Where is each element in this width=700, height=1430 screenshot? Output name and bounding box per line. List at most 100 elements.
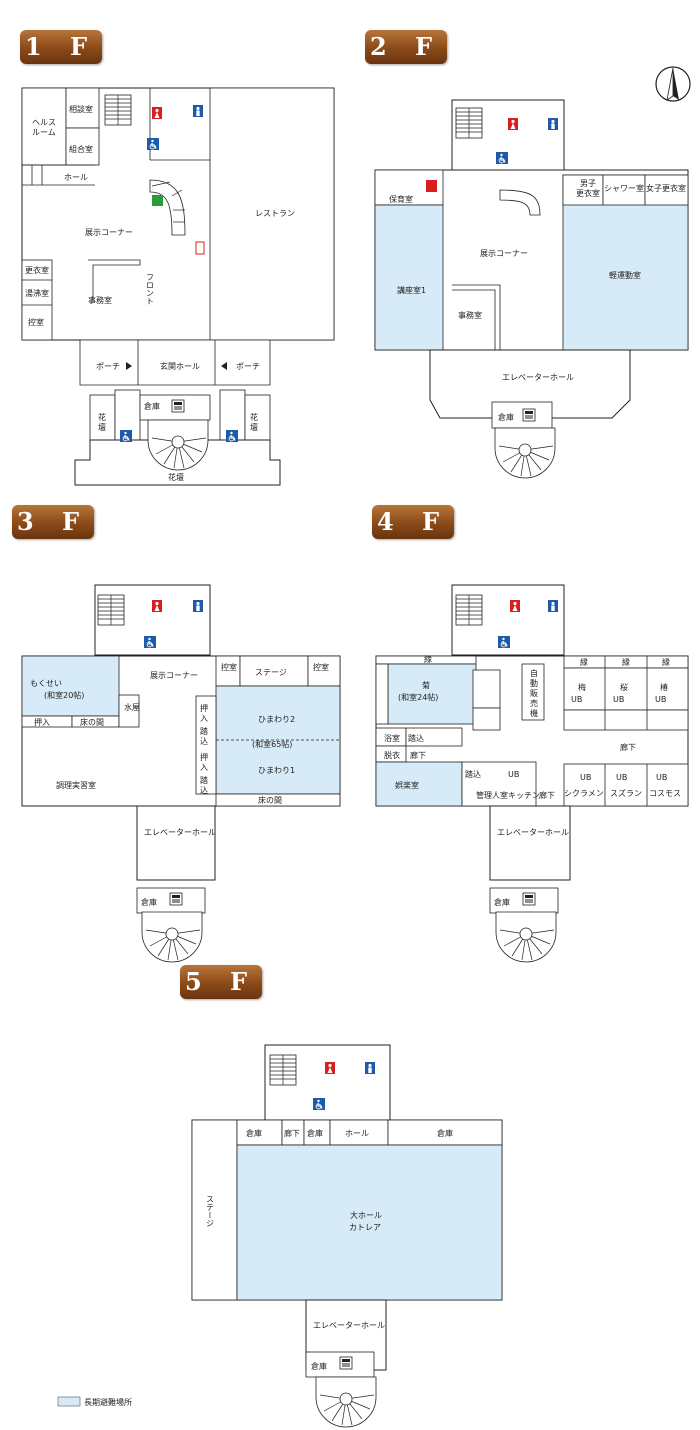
kiku-room-label: 菊 <box>422 680 430 690</box>
floor-1f-plan: ヘルスルーム 相談室 組合室 ホール 展示コーナー レストラン 更衣室 湯沸室 … <box>21 87 335 486</box>
kettle-room-label: 湯沸室 <box>25 288 49 298</box>
porch-left-label: ポーチ <box>96 362 120 371</box>
4f-ub-6-label: UB <box>656 773 667 782</box>
3f-elevator-hall-label: エレベーターホール <box>144 828 216 837</box>
4f-ub-2-label: UB <box>613 695 624 704</box>
cosmos-room-label: コスモス <box>649 789 681 798</box>
4f-corridor-mid-label: 廊下 <box>539 790 555 800</box>
2f-office-label: 事務室 <box>458 310 482 320</box>
4f-fumikomi-2-label: 踏込 <box>465 769 481 779</box>
kitchen-label: キッチン <box>508 791 540 800</box>
floor-2f-plan: 保育室 講座室1 展示コーナー 事務室 軽運動室 男子更衣室 シャワー室 女子更… <box>374 66 691 479</box>
3f-exhibit-corner-label: 展示コーナー <box>150 671 198 680</box>
mens-locker-label: 男子更衣室 <box>576 179 600 198</box>
3f-fumikomi-1: 踏込 <box>200 726 208 746</box>
big-hall-label: 大ホール <box>350 1210 382 1220</box>
1f-storage-label: 倉庫 <box>144 401 160 411</box>
4f-ub-center-label: UB <box>508 770 519 779</box>
3f-waiting-left-label: 控室 <box>221 662 237 672</box>
sakura-room-label: 桜 <box>620 682 628 692</box>
legend: 長期避難場所 <box>57 1396 132 1407</box>
legend-label: 長期避難場所 <box>84 1397 132 1407</box>
porch-right-label: ポーチ <box>236 362 260 371</box>
4f-engawa-sakura-label: 縁 <box>622 657 630 667</box>
himawari2-label: ひまわり2 <box>258 715 295 724</box>
5f-hall-label: ホール <box>345 1129 369 1138</box>
5f-storage-3-label: 倉庫 <box>437 1128 453 1138</box>
3f-storage-label: 倉庫 <box>141 897 157 907</box>
3f-oshiire-label: 押入 <box>34 717 50 727</box>
4f-corridor-left-label: 廊下 <box>410 750 426 760</box>
floor-2f-badge: 2 F <box>365 30 447 64</box>
5f-stage-label: ステージ <box>206 1195 215 1227</box>
5f-elevator-hall-label: エレベーターホール <box>313 1321 385 1330</box>
waiting-room-label: 控室 <box>28 317 44 327</box>
manager-room-label: 管理人室 <box>476 790 508 800</box>
4f-ub-5-label: UB <box>616 773 627 782</box>
locker-label: 更衣室 <box>25 265 49 275</box>
health-room-label: ヘルスルーム <box>32 118 56 137</box>
nursery-label: 保育室 <box>389 194 413 204</box>
light-sports-room-label: 軽運動室 <box>609 270 641 280</box>
floor-3f-plan: もくせい (和室20帖) 押入 床の間 水屋 展示コーナー 控室 ステージ 控室… <box>21 584 341 963</box>
2f-storage-label: 倉庫 <box>498 412 514 422</box>
kiku-sub-label: (和室24帖) <box>398 692 438 702</box>
5f-storage-2-label: 倉庫 <box>307 1128 323 1138</box>
floor-4f-plan: 縁 菊 (和室24帖) 浴室 踏込 脱衣 廊下 自動販売機 娯楽室 踏込 UB … <box>375 584 689 963</box>
4f-ub-1-label: UB <box>571 695 582 704</box>
4f-fumikomi-label: 踏込 <box>408 733 424 743</box>
restaurant-label: レストラン <box>255 209 295 218</box>
floor-5f-badge: 5 F <box>180 965 262 999</box>
mokusei-room-label: もくせい <box>30 679 62 688</box>
front-label: フロント <box>146 273 155 305</box>
hall-label: ホール <box>64 173 88 182</box>
shower-room-label: シャワー室 <box>604 183 644 193</box>
mokusei-sub-label: (和室20帖) <box>44 690 84 700</box>
4f-ub-4-label: UB <box>580 773 591 782</box>
legend-swatch <box>57 1396 81 1407</box>
dressing-label: 脱衣 <box>384 750 400 760</box>
floor-3f-badge: 3 F <box>12 505 94 539</box>
bath-label: 浴室 <box>384 733 400 743</box>
3f-stage-label: ステージ <box>255 668 287 677</box>
union-room-label: 組合室 <box>69 144 93 154</box>
3f-tokonoma-label: 床の間 <box>80 717 104 727</box>
womens-locker-label: 女子更衣室 <box>646 183 686 193</box>
cyclamen-room-label: シクラメン <box>564 789 604 798</box>
4f-engawa-ume-label: 縁 <box>580 657 588 667</box>
4f-engawa-tsubaki-label: 縁 <box>662 657 670 667</box>
2f-exhibit-corner-label: 展示コーナー <box>480 249 528 258</box>
4f-engawa-label: 縁 <box>424 654 432 664</box>
5f-corridor-label: 廊下 <box>284 1128 300 1138</box>
3f-fumikomi-2: 踏込 <box>200 775 208 795</box>
suzuran-room-label: スズラン <box>610 788 642 798</box>
ume-room-label: 梅 <box>578 682 586 692</box>
floor-5f-plan: 倉庫 廊下 倉庫 ホール 倉庫 ステージ 大ホール カトレア エレベーターホール… <box>191 1044 503 1428</box>
1f-flowerbed-left: 花壇 <box>98 412 106 432</box>
floor-4f-badge: 4 F <box>372 505 454 539</box>
3f-waiting-right-label: 控室 <box>313 662 329 672</box>
3f-oshiire-right-2: 押入 <box>200 752 208 772</box>
entrance-hall-label: 玄関ホール <box>160 361 200 371</box>
exhibit-corner-label: 展示コーナー <box>85 228 133 237</box>
floor-1f-badge: 1 F <box>20 30 102 64</box>
vending-machine-label: 自動販売機 <box>530 668 538 718</box>
cattleya-label: カトレア <box>349 1223 381 1232</box>
4f-elevator-hall-label: エレベーターホール <box>497 828 569 837</box>
tsubaki-room-label: 椿 <box>660 682 668 692</box>
cooking-room-label: 調理実習室 <box>56 780 96 790</box>
mizuya-label: 水屋 <box>124 702 140 712</box>
washitsu65-label: (和室65帖) <box>252 739 292 749</box>
5f-storage-1-label: 倉庫 <box>246 1128 262 1138</box>
1f-flowerbed-bottom: 花壇 <box>168 472 184 482</box>
2f-elevator-hall-label: エレベーターホール <box>502 373 574 382</box>
4f-ub-3-label: UB <box>655 695 666 704</box>
recreation-room-label: 娯楽室 <box>395 780 419 790</box>
4f-corridor-right-label: 廊下 <box>620 742 636 752</box>
1f-flowerbed-right: 花壇 <box>250 412 258 432</box>
5f-storage-4-label: 倉庫 <box>311 1361 327 1371</box>
office-label: 事務室 <box>88 295 112 305</box>
lecture-room-1-label: 講座室1 <box>397 285 426 295</box>
himawari1-label: ひまわり1 <box>258 766 295 775</box>
